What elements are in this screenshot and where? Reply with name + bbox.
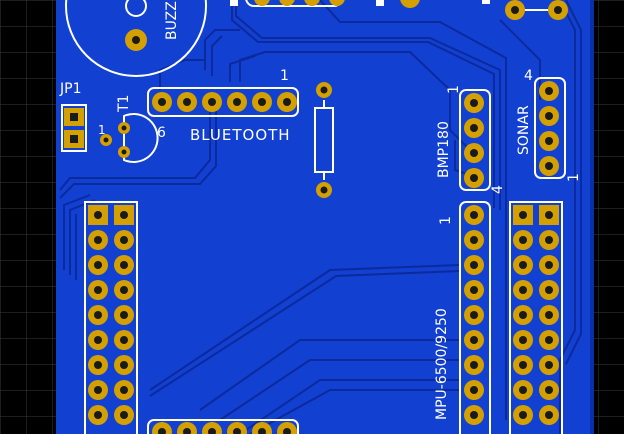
mounting-hole-icon bbox=[519, 361, 527, 369]
right-double-header bbox=[509, 201, 563, 434]
bmp180-pin-first: 1 bbox=[446, 85, 462, 94]
mounting-hole-icon bbox=[120, 336, 128, 344]
mounting-hole-icon bbox=[545, 211, 553, 219]
mounting-hole-icon bbox=[470, 211, 478, 219]
mounting-hole-icon bbox=[519, 311, 527, 319]
mounting-hole-icon bbox=[233, 428, 241, 434]
bottom-header-partial bbox=[147, 419, 299, 434]
mounting-hole-icon bbox=[519, 211, 527, 219]
mounting-hole-icon bbox=[470, 286, 478, 294]
mounting-hole-icon bbox=[132, 36, 140, 44]
mounting-hole-icon bbox=[519, 386, 527, 394]
mounting-hole-icon bbox=[545, 286, 553, 294]
mounting-hole-icon bbox=[94, 211, 102, 219]
mpu-pads bbox=[464, 205, 484, 425]
mounting-hole-icon bbox=[120, 386, 128, 394]
t1-pin-label: 1 bbox=[98, 123, 106, 137]
mounting-hole-icon bbox=[545, 386, 553, 394]
mounting-hole-icon bbox=[470, 236, 478, 244]
mounting-hole-icon bbox=[120, 311, 128, 319]
mounting-hole-icon bbox=[470, 386, 478, 394]
mounting-hole-icon bbox=[183, 428, 191, 434]
bmp180-header: 1 BMP180 4 bbox=[436, 85, 506, 194]
mounting-hole-icon bbox=[519, 411, 527, 419]
mounting-hole-icon bbox=[258, 428, 266, 434]
mounting-hole-icon bbox=[94, 286, 102, 294]
mpu-header: 1 MPU-6500/9250 bbox=[434, 201, 491, 434]
mounting-hole-icon bbox=[545, 361, 553, 369]
bmp180-pin-last: 4 bbox=[490, 185, 506, 194]
mounting-hole-icon bbox=[120, 236, 128, 244]
mounting-hole-icon bbox=[519, 336, 527, 344]
mounting-hole-icon bbox=[94, 386, 102, 394]
mounting-hole-icon bbox=[470, 411, 478, 419]
left-header-pads bbox=[88, 205, 134, 425]
mounting-hole-icon bbox=[94, 411, 102, 419]
mpu-pin-first: 1 bbox=[438, 216, 454, 225]
bluetooth-header: 1 6 BLUETOOTH bbox=[147, 68, 299, 144]
bluetooth-pads bbox=[152, 92, 297, 112]
mounting-hole-icon bbox=[120, 211, 128, 219]
mounting-hole-icon bbox=[545, 311, 553, 319]
sonar-label: SONAR bbox=[516, 105, 532, 155]
bluetooth-label: BLUETOOTH bbox=[190, 126, 291, 144]
board-outline-right bbox=[590, 0, 594, 434]
buzzer-label: BUZZ bbox=[164, 1, 180, 40]
mounting-hole-icon bbox=[519, 286, 527, 294]
mpu-label: MPU-6500/9250 bbox=[434, 308, 450, 420]
mounting-hole-icon bbox=[545, 261, 553, 269]
mounting-hole-icon bbox=[120, 361, 128, 369]
mounting-hole-icon bbox=[519, 261, 527, 269]
top-header-partial bbox=[230, 0, 568, 20]
t1-transistor: T1 1 bbox=[98, 95, 159, 163]
mounting-hole-icon bbox=[470, 336, 478, 344]
copper-pour bbox=[56, 0, 592, 434]
mounting-hole-icon bbox=[470, 261, 478, 269]
sonar-header: 4 SONAR 1 bbox=[516, 68, 582, 182]
jp1-jumper: JP1 bbox=[59, 81, 87, 152]
bluetooth-pin-first: 6 bbox=[157, 125, 166, 141]
traces bbox=[59, 0, 582, 434]
mounting-hole-icon bbox=[120, 286, 128, 294]
t1-label: T1 bbox=[116, 95, 132, 113]
mounting-hole-icon bbox=[120, 261, 128, 269]
mounting-hole-icon bbox=[283, 428, 291, 434]
mounting-hole-icon bbox=[519, 236, 527, 244]
mounting-hole-icon bbox=[545, 336, 553, 344]
mounting-hole-icon bbox=[545, 236, 553, 244]
mounting-hole-icon bbox=[470, 311, 478, 319]
mounting-hole-icon bbox=[94, 336, 102, 344]
jp1-label: JP1 bbox=[59, 81, 81, 97]
mounting-hole-icon bbox=[208, 428, 216, 434]
bluetooth-pin-last: 1 bbox=[280, 68, 289, 84]
mounting-hole-icon bbox=[94, 236, 102, 244]
mounting-hole-icon bbox=[545, 411, 553, 419]
left-double-header bbox=[84, 201, 138, 434]
mounting-hole-icon bbox=[470, 361, 478, 369]
mounting-hole-icon bbox=[94, 261, 102, 269]
mounting-hole-icon bbox=[158, 428, 166, 434]
buzzer-footprint: BUZZ bbox=[65, 0, 207, 77]
sonar-pin-first: 4 bbox=[524, 68, 533, 84]
mounting-hole-icon bbox=[94, 361, 102, 369]
resistor-footprint bbox=[314, 82, 334, 198]
mounting-hole-icon bbox=[94, 311, 102, 319]
bottom-header-pads bbox=[152, 422, 297, 434]
bmp180-label: BMP180 bbox=[436, 121, 452, 178]
sonar-pin-last: 1 bbox=[566, 173, 582, 182]
mounting-hole-icon bbox=[120, 411, 128, 419]
right-header-pads bbox=[513, 205, 559, 425]
